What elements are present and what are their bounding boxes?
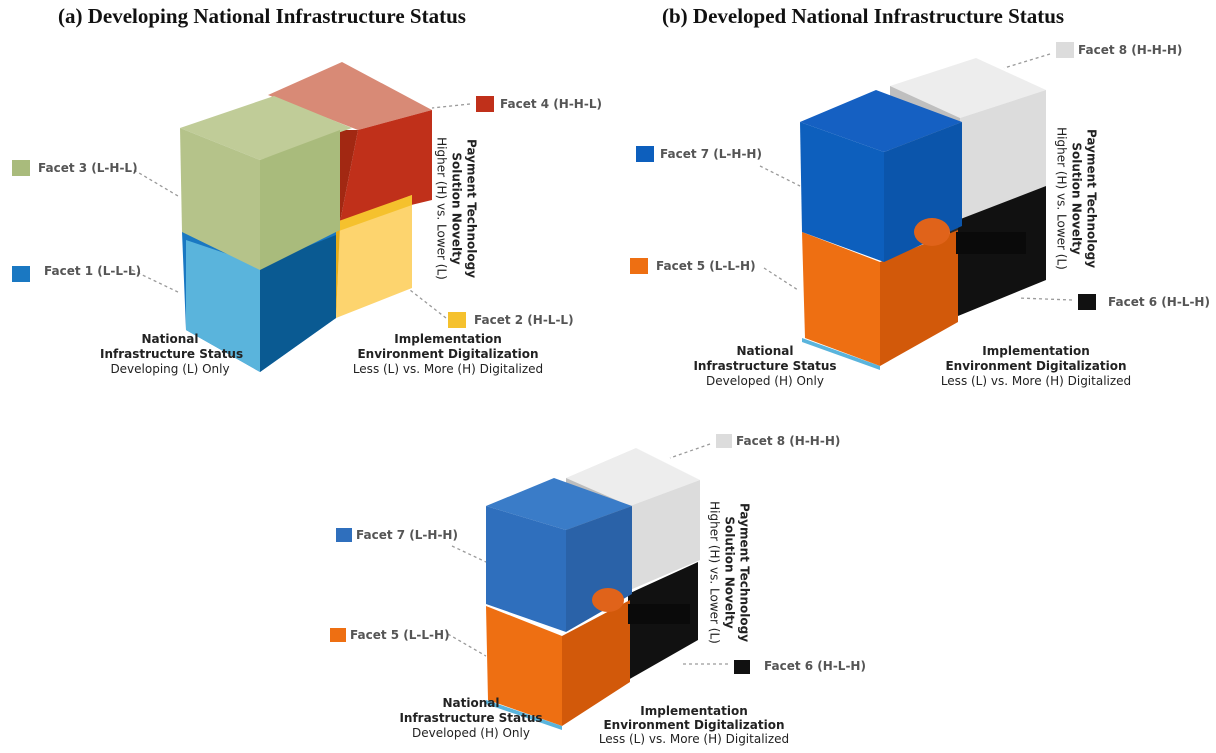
- panel-a-vertical-axis-label: Payment Technology Solution Novelty High…: [434, 137, 479, 280]
- facet-4-icon: [476, 96, 494, 112]
- facet-7-label-c: Facet 7 (L-H-H): [356, 528, 458, 542]
- facet-5-icon-c: [330, 628, 346, 642]
- facet-7-icon: [636, 146, 654, 162]
- facet-6-icon-c: [734, 660, 750, 674]
- facet-4-cube: [268, 62, 432, 222]
- facet-1-label: Facet 1 (L-L-L): [44, 264, 142, 278]
- facet-1-cube: [182, 232, 336, 372]
- facet-4-label: Facet 4 (H-H-L): [500, 97, 602, 111]
- facet-7-icon-c: [336, 528, 352, 542]
- panel-c-right-axis-label: Implementation Environment Digitalizatio…: [598, 704, 790, 746]
- facet-8-icon: [1056, 42, 1074, 58]
- facet-7-label: Facet 7 (L-H-H): [660, 147, 762, 161]
- panel-a-cubes: [12, 62, 494, 372]
- facet-8-label-c: Facet 8 (H-H-H): [736, 434, 841, 448]
- facet-5-label-c: Facet 5 (L-L-H): [350, 628, 450, 642]
- panel-c-cubes: [330, 434, 750, 730]
- panel-a-right-axis-label: Implementation Environment Digitalizatio…: [352, 332, 544, 376]
- panel-b-right-axis-label: Implementation Environment Digitalizatio…: [940, 344, 1132, 388]
- panel-b-cubes: [630, 42, 1096, 370]
- panel-b-vertical-axis-label: Payment Technology Solution Novelty High…: [1054, 127, 1099, 270]
- facet-5-cube-c: [486, 600, 630, 730]
- facet-6-label-c: Facet 6 (H-L-H): [764, 659, 866, 673]
- facet-5-icon: [630, 258, 648, 274]
- panel-b-title: (b) Developed National Infrastructure St…: [662, 4, 1065, 28]
- facet-3-cube: [180, 96, 352, 270]
- facet-5-label: Facet 5 (L-L-H): [656, 259, 756, 273]
- facet-6-label: Facet 6 (H-L-H): [1108, 295, 1210, 309]
- facet-6-icon: [1078, 294, 1096, 310]
- panel-b-left-axis-label: National Infrastructure Status Developed…: [693, 344, 837, 388]
- facet-2-icon: [448, 312, 466, 328]
- facet-2-label: Facet 2 (H-L-L): [474, 313, 574, 327]
- facet-3-icon: [12, 160, 30, 176]
- facet-7-cube-c: [486, 478, 632, 632]
- facet-1-icon: [12, 266, 30, 282]
- facet-3-label: Facet 3 (L-H-L): [38, 161, 138, 175]
- panel-a-left-axis-label: National Infrastructure Status Developin…: [100, 332, 244, 376]
- facet-8-label: Facet 8 (H-H-H): [1078, 43, 1183, 57]
- facet-8-icon-c: [716, 434, 732, 448]
- panel-c-left-axis-label: National Infrastructure Status Developed…: [399, 696, 543, 740]
- panel-c-vertical-axis-label: Payment Technology Solution Novelty High…: [707, 501, 752, 644]
- panel-a-title: (a) Developing National Infrastructure S…: [58, 4, 466, 28]
- facet-5-cube: [802, 230, 958, 370]
